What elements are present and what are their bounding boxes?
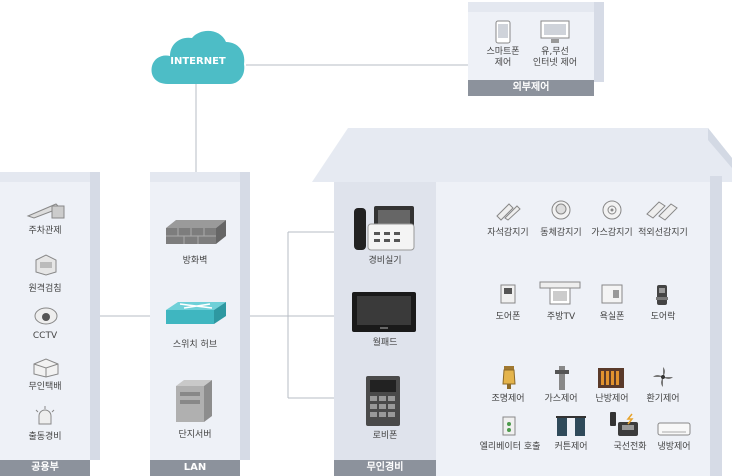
- device-bathroom-phone-label: 욕실폰: [599, 312, 625, 322]
- house-side: [710, 176, 722, 476]
- air-conditioner-icon: [657, 422, 691, 441]
- control-curtain-label: 커튼제어: [554, 442, 588, 452]
- ventilation-fan-icon: [652, 366, 674, 392]
- alarm-siren-icon: [34, 406, 56, 430]
- smartphone-label-1: 스마트폰: [486, 47, 520, 57]
- smartphone-label-2: 제어: [494, 58, 512, 68]
- control-ventilation-label: 환기제어: [646, 394, 680, 404]
- gas-sensor-icon: [602, 200, 622, 224]
- lan-server-label: 단지서버: [178, 430, 212, 440]
- control-lighting-label: 조명제어: [491, 394, 525, 404]
- gas-valve-icon: [555, 366, 569, 394]
- security-wallpad-label: 월패드: [372, 338, 398, 348]
- infrared-sensor-icon: [645, 200, 681, 224]
- sensor-magnetic-label: 자석감지기: [487, 228, 529, 238]
- external-control-title: 외부제어: [468, 80, 594, 96]
- public-item-parcel: 무인택배: [28, 382, 62, 392]
- control-heating-label: 난방제어: [595, 394, 629, 404]
- lan-switch-label: 스위치 허브: [172, 340, 218, 350]
- security-guard-phone-label: 경비실기: [368, 256, 402, 266]
- security-lobby-phone-label: 로비폰: [372, 431, 398, 441]
- sensor-gas-label: 가스감지기: [591, 228, 633, 238]
- lan-title: LAN: [150, 460, 240, 476]
- server-icon: [176, 378, 212, 428]
- guard-phone-icon: [354, 204, 416, 256]
- internet-control-label-1: 유,무선: [541, 47, 569, 57]
- parcel-box-icon: [32, 358, 60, 382]
- security-title: 무인경비: [334, 460, 436, 476]
- smartphone-icon: [495, 20, 511, 48]
- curtain-icon: [556, 416, 586, 440]
- public-item-parking: 주차관제: [28, 226, 62, 236]
- bathroom-phone-icon: [601, 284, 623, 308]
- public-item-security: 출동경비: [28, 432, 62, 442]
- sensor-motion-label: 동체감지기: [540, 228, 582, 238]
- monitor-icon: [540, 20, 570, 48]
- control-landline-label: 국선전화: [613, 442, 647, 452]
- lobby-phone-icon: [366, 376, 400, 430]
- internet-cloud: INTERNET: [150, 28, 246, 86]
- elevator-call-icon: [502, 416, 516, 440]
- public-item-cctv: CCTV: [32, 331, 58, 341]
- public-area-title: 공용부: [0, 460, 90, 476]
- control-cooling-label: 냉방제어: [657, 442, 691, 452]
- door-lock-icon: [656, 284, 668, 310]
- motion-sensor-icon: [551, 200, 571, 224]
- lan-firewall-label: 방화벽: [182, 256, 208, 266]
- wallpad-icon: [352, 292, 416, 338]
- internet-control-label-2: 인터넷 제어: [532, 58, 578, 68]
- landline-phone-icon: [610, 412, 640, 442]
- cloud-icon: [151, 30, 245, 84]
- device-door-lock-label: 도어락: [650, 312, 676, 322]
- external-control-panel: [468, 2, 604, 82]
- lighting-icon: [502, 366, 516, 394]
- control-gas-label: 가스제어: [544, 394, 578, 404]
- firewall-icon: [166, 218, 226, 250]
- meter-icon: [34, 254, 58, 280]
- kitchen-tv-icon: [539, 281, 581, 310]
- device-doorphone-label: 도어폰: [495, 312, 521, 322]
- cctv-icon: [34, 306, 58, 330]
- magnetic-sensor-icon: [495, 200, 521, 224]
- control-elevator-label: 엘리베이터 호출: [479, 442, 541, 452]
- public-item-meter: 원격검침: [28, 284, 62, 294]
- switch-hub-icon: [166, 300, 226, 332]
- parking-gate-icon: [26, 200, 68, 224]
- sensor-infrared-label: 적외선감지기: [638, 228, 688, 238]
- device-kitchen-tv-label: 주방TV: [546, 312, 576, 322]
- heating-icon: [598, 368, 624, 392]
- doorphone-icon: [500, 284, 516, 308]
- house-roof: [312, 128, 732, 182]
- internet-label: INTERNET: [170, 56, 226, 67]
